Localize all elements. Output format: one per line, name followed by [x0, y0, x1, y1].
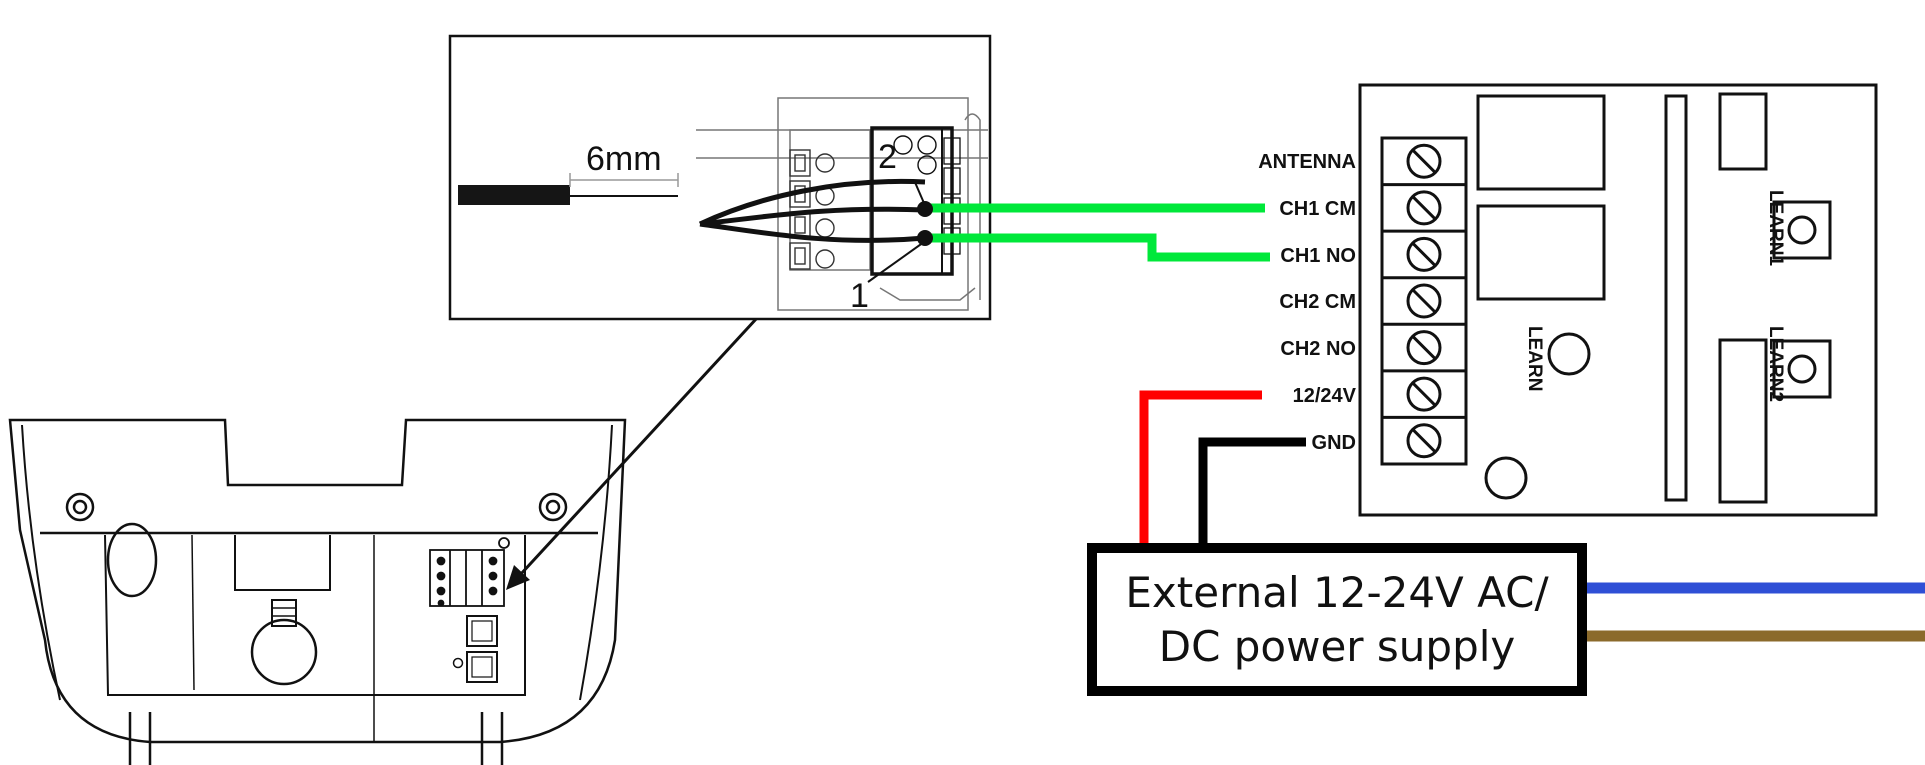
screw-slot	[1411, 288, 1437, 314]
receiver-board: LEARN LEARN1 LEARN2	[1358, 83, 1878, 517]
unit-terminal-block	[429, 537, 510, 607]
inset-wire-loop	[698, 179, 926, 243]
terminal-ch1-no: CH1 NO	[1280, 245, 1356, 267]
screw-slot	[1411, 428, 1437, 453]
ch1-wires	[927, 203, 1270, 262]
unit-button-2	[466, 651, 498, 683]
terminal-labels: ANTENNA CH1 CM CH1 NO CH2 CM CH2 NO 12/2…	[1258, 151, 1356, 454]
terminal-block	[1380, 136, 1468, 466]
learn2-label: LEARN2	[1765, 326, 1786, 402]
learn1-button	[1772, 200, 1832, 260]
relay-small-2	[1718, 338, 1768, 504]
relay-2	[1476, 204, 1606, 301]
screw-slot	[1411, 335, 1437, 360]
status-led	[1484, 456, 1528, 500]
power-supply-line-2: DC power supply	[1159, 622, 1516, 671]
power-supply-line-1: External 12-24V AC/	[1125, 568, 1549, 617]
learn2-button	[1772, 339, 1832, 399]
relay-1	[1476, 94, 1606, 191]
unit-button-1	[466, 615, 498, 647]
learn1-label: LEARN1	[1765, 190, 1786, 266]
light-bulb-icon	[250, 599, 318, 686]
inset-frame	[448, 34, 992, 321]
power-supply-box	[1087, 543, 1587, 696]
screw-slot	[1411, 382, 1437, 407]
terminal-ch2-cm: CH2 CM	[1279, 291, 1356, 313]
terminal-gnd: GND	[1312, 432, 1356, 454]
screw-slot	[1411, 242, 1437, 267]
opener-housing	[8, 418, 627, 744]
terminal-12-24v: 12/24V	[1293, 385, 1357, 407]
mounting-screw-right	[538, 492, 568, 522]
cable-insulation	[458, 185, 570, 205]
positive-wire	[1139, 390, 1262, 545]
strip-length-label: 6mm	[586, 140, 662, 178]
ground-wire	[1198, 437, 1306, 545]
terminal-label-1: 1	[850, 277, 869, 315]
power-supply: External 12-24V AC/ DC power supply	[1087, 543, 1587, 696]
screw-slot	[1411, 195, 1437, 220]
garage-opener-unit	[8, 418, 627, 765]
terminal-label-2: 2	[878, 138, 897, 176]
screw-slot	[1411, 149, 1437, 174]
zoom-pointer-arrow	[506, 316, 759, 590]
learn-label: LEARN	[1524, 326, 1545, 391]
relay-small-1	[1718, 92, 1768, 171]
terminal-antenna: ANTENNA	[1258, 151, 1356, 173]
board-rail	[1664, 94, 1688, 502]
vent-oval	[106, 522, 158, 598]
mounting-screw-left	[65, 492, 95, 522]
terminal-ch2-no: CH2 NO	[1280, 338, 1356, 360]
terminal-ch1-cm: CH1 CM	[1279, 198, 1356, 220]
ch1-no-wire	[927, 233, 1270, 262]
inset-detail: 6mm 2 1	[448, 34, 992, 321]
learn-button	[1547, 332, 1591, 376]
